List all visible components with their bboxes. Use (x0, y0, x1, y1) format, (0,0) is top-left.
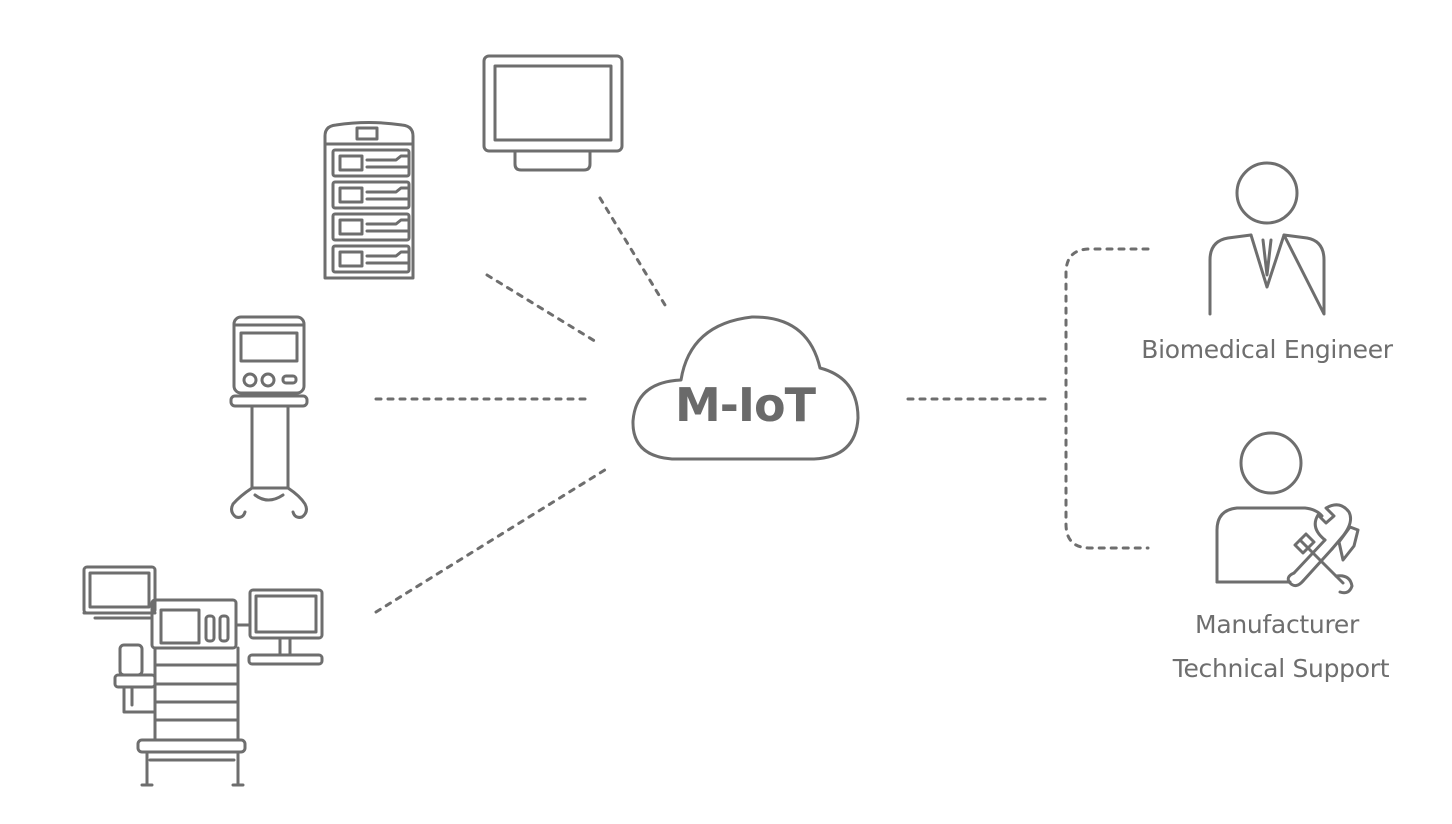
connector-lines (374, 196, 1150, 614)
technical-support-label: Technical Support (1172, 654, 1390, 683)
technician-person-icon (1215, 431, 1360, 595)
engineer-person-icon (1208, 161, 1326, 316)
wrench-screwdriver-icon (1286, 503, 1360, 595)
cloud-icon (631, 315, 860, 461)
connector-pump (485, 273, 600, 345)
anesthesia-workstation-icon (82, 565, 324, 787)
infusion-pump-rack-icon (323, 121, 415, 280)
manufacturer-label: Manufacturer (1195, 610, 1359, 639)
connector-bracket (1064, 247, 1150, 550)
ventilator-icon (229, 315, 309, 519)
connector-workstation (374, 466, 610, 614)
biomedical-engineer-label: Biomedical Engineer (1141, 335, 1393, 364)
connector-monitor (598, 196, 667, 307)
patient-monitor-icon (482, 54, 624, 172)
cloud-label: M-IoT (675, 378, 816, 432)
